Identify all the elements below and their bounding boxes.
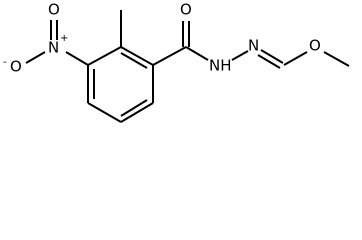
imine-double-bond-b — [257, 54, 281, 69]
o-to-methyl-bond — [323, 51, 350, 67]
imine-n-label: N — [248, 37, 259, 55]
carbonyl-group: O — [152, 1, 192, 66]
imine-double-bond-a — [260, 49, 284, 64]
ring-bond-c1-c2 — [120, 46, 154, 66]
nitro-o-minus-label: O — [10, 58, 22, 76]
nitro-o-minus-charge: - — [3, 57, 7, 68]
carbonyl-to-nh-bond — [185, 46, 209, 61]
nitro-n-label: N — [48, 39, 59, 57]
nitro-group: O N + O - — [3, 1, 89, 76]
ring-to-carbonyl-bond — [152, 46, 187, 66]
chemical-structure-diagram: O N + O - O NH N O — [3, 1, 350, 123]
ring-double-bond-c1-c2 — [120, 52, 148, 69]
ring-bond-c4-c5 — [87, 102, 122, 123]
ring-bond-c2-c3 — [87, 46, 122, 66]
ether-o-label: O — [309, 37, 321, 55]
benzene-ring — [87, 46, 154, 123]
amide-nh-label: NH — [209, 57, 232, 75]
nitro-n-plus-charge: + — [60, 33, 68, 44]
nitro-n-o-single-bond — [25, 51, 46, 64]
hydrazone-chain: NH N O — [185, 37, 350, 75]
ring-to-nitro-bond — [65, 51, 89, 66]
ring-bond-c5-c6 — [120, 102, 154, 123]
ch-to-o-bond — [283, 51, 308, 66]
ring-double-bond-c5-c6 — [120, 99, 148, 117]
nh-to-n-bond — [231, 50, 249, 61]
nitro-o-top-label: O — [48, 1, 60, 19]
carbonyl-o-label: O — [180, 1, 192, 19]
